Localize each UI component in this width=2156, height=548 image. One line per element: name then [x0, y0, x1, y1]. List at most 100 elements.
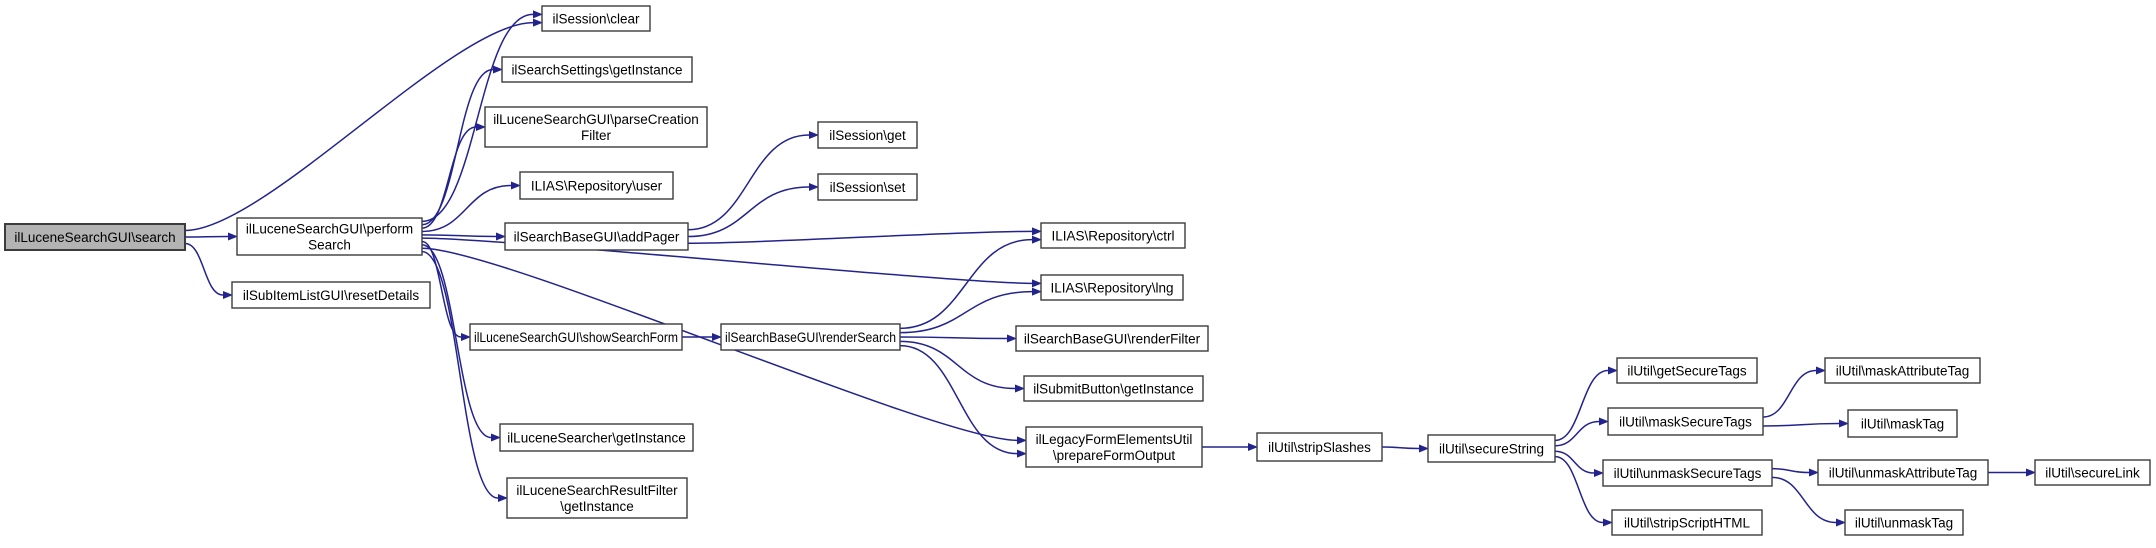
arrowhead-perform-search-to-repository-lng	[1032, 279, 1042, 288]
function-box	[1611, 509, 1763, 536]
node-secure-string[interactable]: ilUtil\secureString	[1427, 434, 1556, 463]
edge-perform-search-to-prepare-form-output	[421, 247, 1018, 442]
node-render-filter[interactable]: ilSearchBaseGUI\renderFilter	[1015, 325, 1209, 352]
arrowhead-unmask-secure-tags-to-unmask-tag	[1836, 518, 1846, 527]
node-mask-attribute-tag[interactable]: ilUtil\maskAttributeTag	[1824, 357, 1981, 384]
node-reset-details[interactable]: ilSubItemListGUI\resetDetails	[231, 281, 431, 309]
arrowhead-secure-string-to-unmask-secure-tags	[1594, 469, 1604, 477]
edge-search-to-perform-search	[184, 235, 229, 238]
node-submit-button-getinstance[interactable]: ilSubmitButton\getInstance	[1023, 375, 1204, 402]
function-label: ilUtil\maskAttributeTag	[1836, 364, 1970, 379]
function-box	[501, 56, 693, 83]
function-label: Filter	[581, 128, 612, 143]
function-label: ilUtil\stripScriptHTML	[1624, 516, 1751, 531]
node-unmask-tag[interactable]: ilUtil\unmaskTag	[1844, 509, 1964, 536]
arrowhead-perform-search-to-add-pager	[496, 232, 506, 241]
edge-secure-string-to-strip-script-html	[1554, 455, 1604, 524]
edge-add-pager-to-session-set	[687, 186, 810, 238]
edge-render-search-to-render-filter	[899, 336, 1008, 340]
function-box	[2034, 459, 2151, 486]
function-label: ilSubmitButton\getInstance	[1033, 382, 1194, 397]
arrowhead-render-search-to-prepare-form-output	[1017, 449, 1027, 458]
function-label: ilSearchSettings\getInstance	[511, 63, 682, 78]
function-label: ilLegacyFormElementsUtil	[1036, 432, 1193, 447]
node-prepare-form-output[interactable]: ilLegacyFormElementsUtil\prepareFormOutp…	[1025, 426, 1203, 468]
function-label: ilSession\set	[830, 180, 906, 195]
node-render-search[interactable]: ilSearchBaseGUI\renderSearch	[720, 323, 901, 351]
function-label: ilUtil\unmaskSecureTags	[1614, 466, 1762, 481]
node-lucene-searcher-getinstance[interactable]: ilLuceneSearcher\getInstance	[499, 423, 694, 452]
node-repository-lng[interactable]: ILIAS\Repository\lng	[1040, 274, 1184, 301]
arrowhead-add-pager-to-repository-ctrl	[1032, 227, 1042, 236]
node-repository-user[interactable]: ILIAS\Repository\user	[519, 171, 674, 200]
function-label: ilLuceneSearchResultFilter	[516, 483, 678, 498]
arrowhead-perform-search-to-result-filter-getinstance	[498, 494, 508, 502]
node-search-settings-getinstance[interactable]: ilSearchSettings\getInstance	[501, 56, 693, 83]
node-show-search-form[interactable]: ilLuceneSearchGUI\showSearchForm	[469, 323, 683, 351]
arrowhead-mask-secure-tags-to-mask-tag	[1839, 419, 1849, 428]
arrowhead-unmask-secure-tags-to-unmask-attribute-tag	[1809, 468, 1819, 477]
node-get-secure-tags[interactable]: ilUtil\getSecureTags	[1616, 357, 1758, 384]
current-function-box	[4, 223, 186, 251]
function-box	[720, 323, 901, 351]
function-box	[1015, 325, 1209, 352]
arrowhead-perform-search-to-lucene-searcher-getinstance	[491, 433, 501, 442]
arrowhead-perform-search-to-search-settings-getinstance	[493, 65, 503, 74]
function-label: ilUtil\maskSecureTags	[1619, 415, 1752, 430]
node-strip-slashes[interactable]: ilUtil\stripSlashes	[1256, 432, 1383, 462]
edge-search-to-reset-details	[184, 242, 224, 296]
function-label: \getInstance	[560, 499, 634, 514]
edge-perform-search-to-repository-lng	[421, 237, 1033, 285]
node-secure-link[interactable]: ilUtil\secureLink	[2034, 459, 2151, 486]
edge-perform-search-to-repository-user	[421, 184, 512, 233]
function-box	[1040, 274, 1184, 301]
arrowhead-prepare-form-output-to-strip-slashes	[1248, 443, 1258, 451]
edge-render-search-to-submit-button-getinstance	[899, 340, 1016, 390]
arrowhead-search-to-perform-search	[228, 232, 238, 241]
function-label: ilSearchBaseGUI\renderSearch	[725, 330, 896, 345]
node-search[interactable]: ilLuceneSearchGUI\search	[4, 223, 186, 251]
function-box	[1023, 375, 1204, 402]
node-result-filter-getinstance[interactable]: ilLuceneSearchResultFilter\getInstance	[506, 477, 688, 519]
function-label: ilUtil\stripSlashes	[1268, 440, 1371, 455]
node-session-clear[interactable]: ilSession\clear	[541, 5, 651, 32]
function-box	[1607, 407, 1764, 436]
arrowhead-perform-search-to-repository-user	[511, 181, 521, 190]
function-label: \prepareFormOutput	[1053, 448, 1176, 463]
function-box	[1427, 434, 1556, 463]
arrowhead-search-to-session-clear	[533, 18, 543, 27]
function-box	[231, 281, 431, 309]
function-label: Search	[308, 238, 351, 253]
function-box	[1847, 409, 1958, 438]
node-add-pager[interactable]: ilSearchBaseGUI\addPager	[504, 222, 689, 251]
arrowhead-render-search-to-submit-button-getinstance	[1015, 384, 1025, 393]
node-session-get[interactable]: ilSession\get	[817, 121, 918, 149]
function-box	[506, 477, 688, 519]
function-label: ilUtil\unmaskAttributeTag	[1829, 466, 1978, 481]
node-unmask-secure-tags[interactable]: ilUtil\unmaskSecureTags	[1602, 459, 1773, 487]
function-box	[504, 222, 689, 251]
edge-mask-secure-tags-to-mask-tag	[1762, 422, 1840, 427]
arrowhead-perform-search-to-prepare-form-output	[1017, 436, 1027, 445]
edge-add-pager-to-repository-ctrl	[687, 230, 1033, 244]
arrowhead-show-search-form-to-render-search	[712, 333, 722, 341]
arrowhead-add-pager-to-session-set	[809, 183, 819, 191]
node-repository-ctrl[interactable]: ILIAS\Repository\ctrl	[1040, 222, 1186, 249]
edge-perform-search-to-lucene-searcher-getinstance	[421, 244, 492, 439]
function-label: ilUtil\secureString	[1439, 442, 1544, 457]
edge-strip-slashes-to-secure-string	[1381, 446, 1420, 450]
node-unmask-attribute-tag[interactable]: ilUtil\unmaskAttributeTag	[1817, 459, 1989, 486]
function-box	[499, 423, 694, 452]
function-label: ILIAS\Repository\user	[531, 179, 663, 194]
arrowhead-secure-string-to-get-secure-tags	[1608, 366, 1618, 375]
node-strip-script-html[interactable]: ilUtil\stripScriptHTML	[1611, 509, 1763, 536]
node-mask-tag[interactable]: ilUtil\maskTag	[1847, 409, 1958, 438]
edge-secure-string-to-get-secure-tags	[1554, 369, 1609, 442]
function-box	[236, 217, 423, 256]
function-box	[1025, 426, 1203, 468]
node-mask-secure-tags[interactable]: ilUtil\maskSecureTags	[1607, 407, 1764, 436]
node-session-set[interactable]: ilSession\set	[817, 173, 918, 201]
